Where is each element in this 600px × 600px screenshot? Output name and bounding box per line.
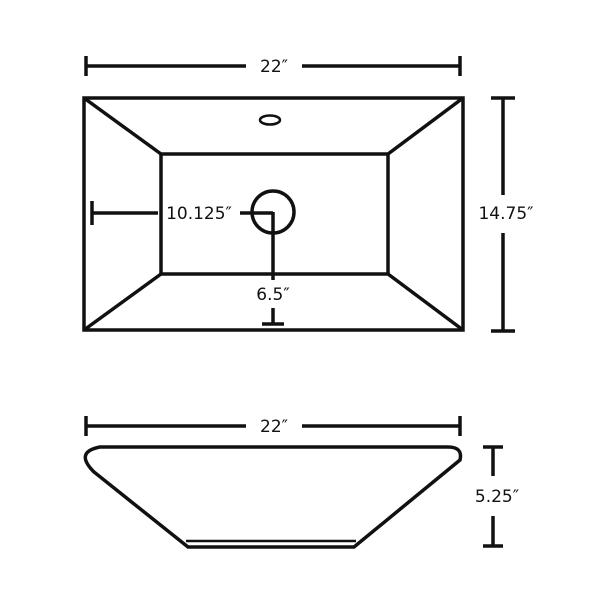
side-width-dimension — [84, 416, 462, 436]
side-width-label: 22″ — [260, 417, 288, 437]
top-width-dimension — [84, 56, 462, 76]
side-view — [83, 416, 503, 549]
drain-offset-dimension — [90, 201, 273, 225]
top-depth-label: 14.75″ — [478, 204, 533, 224]
side-height-dimension — [483, 445, 503, 548]
sink-side-profile — [83, 445, 463, 549]
top-view — [82, 56, 515, 333]
drain-depth-dimension — [262, 212, 284, 326]
drain-offset-label: 10.125″ — [166, 204, 232, 224]
overflow-hole — [258, 114, 282, 126]
sink-outer-rim — [82, 96, 465, 332]
drain-depth-label: 6.5″ — [256, 285, 289, 305]
side-height-label: 5.25″ — [475, 487, 519, 507]
top-depth-dimension — [491, 96, 515, 333]
top-width-label: 22″ — [260, 57, 288, 77]
basin-bevel-lines — [82, 96, 465, 332]
